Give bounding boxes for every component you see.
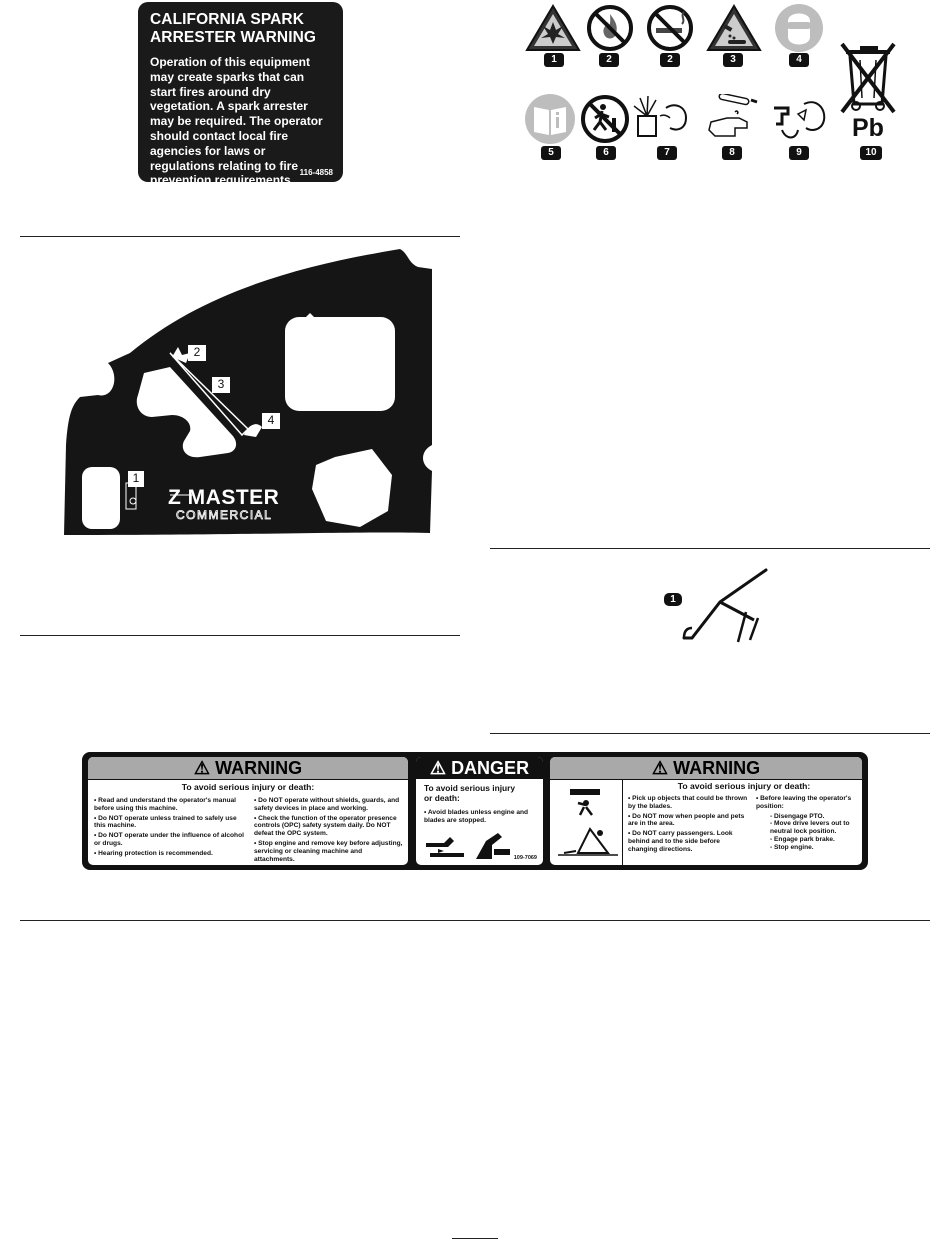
section-divider bbox=[490, 733, 930, 734]
warning-item: Pick up objects that could be thrown by … bbox=[628, 795, 748, 811]
no-fire-icon bbox=[587, 5, 633, 51]
rollover-hazard-icon bbox=[558, 827, 618, 856]
callout-badge: 6 bbox=[596, 146, 616, 160]
warning-triangle-icon: ⚠ bbox=[193, 758, 211, 778]
control-panel-decal bbox=[64, 249, 432, 535]
section-divider bbox=[490, 548, 930, 549]
explosion-warning-icon bbox=[525, 4, 581, 51]
seek-medical-icon bbox=[774, 101, 826, 139]
warning-item: Do NOT mow when people and pets are in t… bbox=[628, 813, 748, 829]
warning-item: Do NOT carry passengers. Look behind and… bbox=[628, 830, 748, 853]
keep-bystanders-away-icon bbox=[581, 95, 629, 143]
recycle-bin-icon bbox=[840, 42, 896, 114]
callout-badge: 1 bbox=[664, 593, 682, 606]
callout-badge: 9 bbox=[789, 146, 809, 160]
section-divider bbox=[20, 635, 460, 636]
callout-badge: 3 bbox=[723, 53, 743, 67]
warning-item: Stop engine and remove key before adjust… bbox=[254, 840, 404, 863]
spark-arrester-decal: CALIFORNIA SPARK ARRESTER WARNING Operat… bbox=[138, 2, 343, 187]
callout-badge: 1 bbox=[544, 53, 564, 67]
callout-badge: 10 bbox=[860, 146, 882, 160]
danger-item: Avoid blades unless engine and blades ar… bbox=[424, 809, 536, 825]
callout-number: 2 bbox=[193, 345, 201, 359]
callout-number: 3 bbox=[217, 377, 225, 391]
safety-warning-decal: ⚠ WARNING To avoid serious injury or dea… bbox=[82, 752, 868, 870]
right-panel-divider bbox=[622, 779, 623, 865]
warning-subitem: - Engage park brake. bbox=[770, 835, 835, 843]
blade-foot-hazard-icon bbox=[476, 833, 510, 859]
right-warning-subtitle: To avoid serious injury or death: bbox=[677, 781, 811, 791]
footer-rule bbox=[452, 1238, 498, 1239]
warning-item: Do NOT operate unless trained to safely … bbox=[94, 815, 244, 831]
callout-badge: 8 bbox=[722, 146, 742, 160]
no-smoking-icon bbox=[647, 5, 693, 51]
callout-number: 1 bbox=[132, 471, 140, 485]
warning-subitem: - Move drive levers out to neutral lock … bbox=[770, 820, 850, 836]
left-warning-column-2: Do NOT operate without shields, guards, … bbox=[254, 797, 404, 865]
warning-item: Do NOT operate under the influence of al… bbox=[94, 832, 244, 848]
blade-hand-hazard-icon bbox=[426, 837, 464, 857]
warning-subitem: - Stop engine. bbox=[770, 843, 814, 851]
danger-part-number: 109-7069 bbox=[513, 855, 537, 861]
section-divider bbox=[20, 920, 930, 921]
flush-eyes-icon bbox=[633, 95, 688, 137]
section-divider bbox=[20, 236, 460, 237]
warning-item: Check the function of the operator prese… bbox=[254, 815, 404, 838]
warning-item: Read and understand the operator's manua… bbox=[94, 797, 244, 813]
warning-item: Before leaving the operator's position: bbox=[756, 795, 860, 811]
spark-decal-body: Operation of this equipment may create s… bbox=[150, 55, 323, 188]
danger-panel: ⚠ DANGER To avoid serious injury or deat… bbox=[416, 757, 543, 865]
callout-badge: 2 bbox=[599, 53, 619, 67]
drive-lever-icon bbox=[682, 568, 768, 643]
danger-subtitle: To avoid serious injury or death: bbox=[424, 783, 516, 803]
right-warning-panel: ⚠ WARNING To avoid serious injury or dea… bbox=[550, 757, 862, 865]
lead-symbol: Pb bbox=[852, 114, 884, 142]
right-warning-column-1: Pick up objects that could be thrown by … bbox=[628, 795, 748, 856]
spark-decal-title: CALIFORNIA SPARK ARRESTER WARNING bbox=[150, 11, 317, 46]
wash-hands-icon bbox=[708, 94, 758, 137]
right-warning-header: ⚠ WARNING bbox=[550, 757, 862, 780]
read-manual-icon bbox=[525, 94, 575, 144]
callout-badge: 7 bbox=[657, 146, 677, 160]
callout-badge: 4 bbox=[789, 53, 809, 67]
warning-triangle-icon: ⚠ bbox=[651, 758, 669, 778]
corrosive-liquid-icon bbox=[706, 4, 762, 51]
warning-item: Do NOT operate without shields, guards, … bbox=[254, 797, 404, 813]
thrown-objects-icon bbox=[570, 789, 600, 816]
callout-number: 4 bbox=[267, 413, 275, 427]
spark-decal-part-number: 116-4858 bbox=[299, 168, 333, 177]
left-warning-header: ⚠ WARNING bbox=[88, 757, 408, 780]
left-warning-panel: ⚠ WARNING To avoid serious injury or dea… bbox=[88, 757, 408, 865]
right-warning-column-2: Before leaving the operator's position: … bbox=[756, 795, 860, 852]
brand-subtitle: COMMERCIAL bbox=[176, 508, 273, 523]
callout-badge: 5 bbox=[541, 146, 561, 160]
check-engine-label: CHECK ENGINE bbox=[292, 334, 320, 349]
left-warning-subtitle: To avoid serious injury or death: bbox=[181, 782, 315, 792]
eye-protection-icon bbox=[775, 4, 823, 52]
danger-header: ⚠ DANGER bbox=[416, 757, 543, 779]
brand-name: Z MASTER bbox=[168, 486, 280, 509]
callout-badge: 2 bbox=[660, 53, 680, 67]
warning-item: Hearing protection is recommended. bbox=[94, 850, 244, 858]
warning-triangle-icon: ⚠ bbox=[429, 758, 447, 778]
warning-subitem: - Disengage PTO. bbox=[770, 812, 825, 820]
left-warning-column-1: Read and understand the operator's manua… bbox=[94, 797, 244, 860]
